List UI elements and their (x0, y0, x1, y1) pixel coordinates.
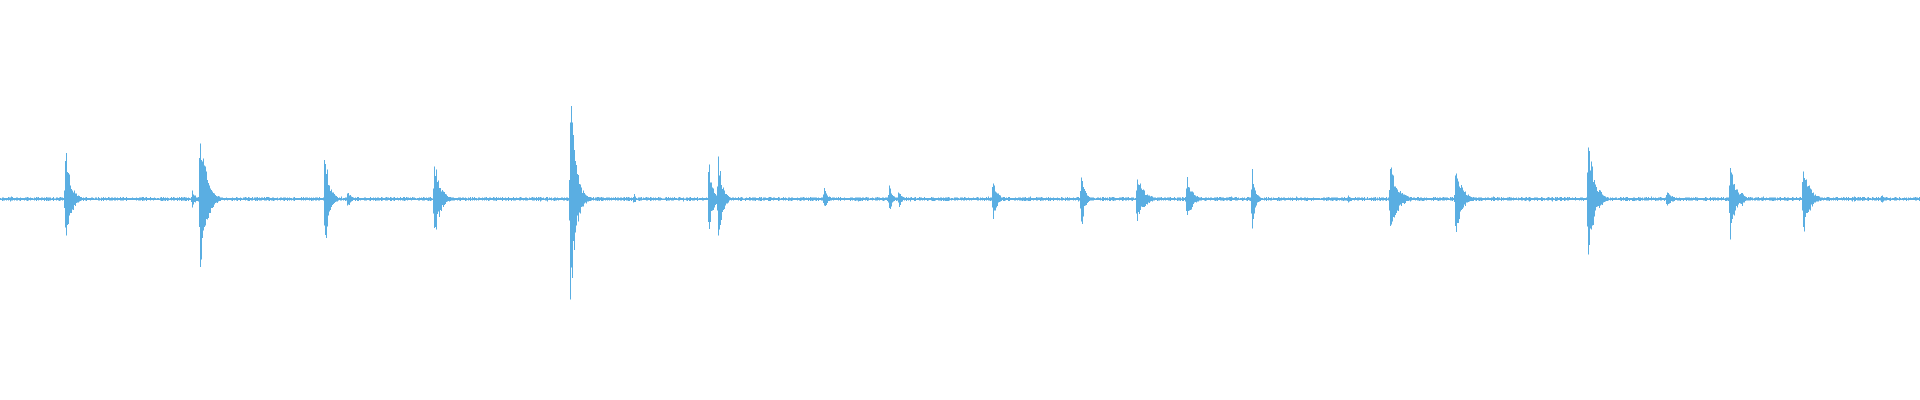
waveform-trace (0, 106, 1920, 300)
